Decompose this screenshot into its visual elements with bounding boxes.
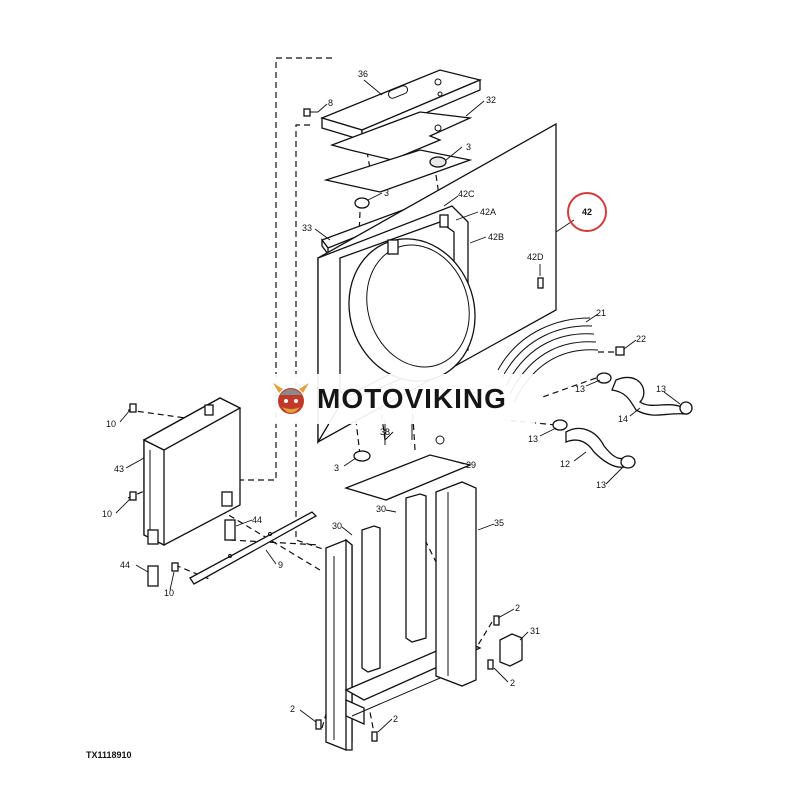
label-35: 35 <box>494 518 504 528</box>
label-30: 30 <box>376 504 386 514</box>
label-32: 32 <box>486 95 496 105</box>
part-labels: 36 8 32 3 3 42C 42A 33 42B 42D 42 21 22 … <box>102 69 666 724</box>
label-10: 10 <box>164 588 174 598</box>
label-14: 14 <box>618 414 628 424</box>
label-9: 9 <box>278 560 283 570</box>
label-12: 12 <box>560 459 570 469</box>
label-2: 2 <box>510 678 515 688</box>
label-3: 3 <box>384 188 389 198</box>
label-2: 2 <box>515 603 520 613</box>
post-30-right <box>405 493 427 643</box>
label-3: 3 <box>466 142 471 152</box>
label-44: 44 <box>252 515 262 525</box>
label-21: 21 <box>596 308 606 318</box>
plate-32 <box>329 111 473 161</box>
label-30: 30 <box>332 521 342 531</box>
callout-label: 42 <box>582 207 592 217</box>
label-3: 3 <box>334 463 339 473</box>
label-38: 38 <box>380 427 390 437</box>
watermark-banner: MOTOVIKING <box>263 374 535 424</box>
bolt-8 <box>303 108 318 117</box>
callout-circle-42 <box>567 192 607 232</box>
hose-12 <box>552 419 636 469</box>
plate-29 <box>344 435 473 501</box>
bolt-10 <box>129 403 179 572</box>
block-31 <box>499 633 523 667</box>
leader-lines <box>115 79 681 733</box>
label-33: 33 <box>302 223 312 233</box>
nut-3-upper <box>354 156 447 209</box>
bar-9 <box>189 511 318 585</box>
label-13: 13 <box>656 384 666 394</box>
label-42b: 42B <box>488 232 504 242</box>
label-42d: 42D <box>527 252 544 262</box>
oil-cooler-43 <box>142 397 242 547</box>
label-42a: 42A <box>480 207 496 217</box>
label-31: 31 <box>530 626 540 636</box>
label-2: 2 <box>393 714 398 724</box>
drawing-id: TX1118910 <box>86 750 132 760</box>
label-13: 13 <box>575 384 585 394</box>
bolt-2 <box>315 615 500 742</box>
post-30-left <box>361 525 381 673</box>
label-8: 8 <box>328 98 333 108</box>
label-10: 10 <box>102 509 112 519</box>
clamp-22 <box>615 346 625 356</box>
label-22: 22 <box>636 334 646 344</box>
label-42c: 42C <box>458 189 475 199</box>
label-36: 36 <box>358 69 368 79</box>
label-10: 10 <box>106 419 116 429</box>
label-44: 44 <box>120 560 130 570</box>
label-43: 43 <box>114 464 124 474</box>
fan-shroud <box>348 214 476 382</box>
label-13: 13 <box>528 434 538 444</box>
label-13: 13 <box>596 480 606 490</box>
bolt-42d <box>537 277 544 289</box>
label-2: 2 <box>290 704 295 714</box>
frame-35 <box>435 481 477 687</box>
viking-mascot-icon <box>273 383 309 414</box>
label-29: 29 <box>466 460 476 470</box>
frame-left-post <box>325 538 353 751</box>
hose-14 <box>596 372 693 416</box>
spacer-44 <box>147 519 236 587</box>
watermark-brand: MOTOVIKING <box>317 383 507 414</box>
